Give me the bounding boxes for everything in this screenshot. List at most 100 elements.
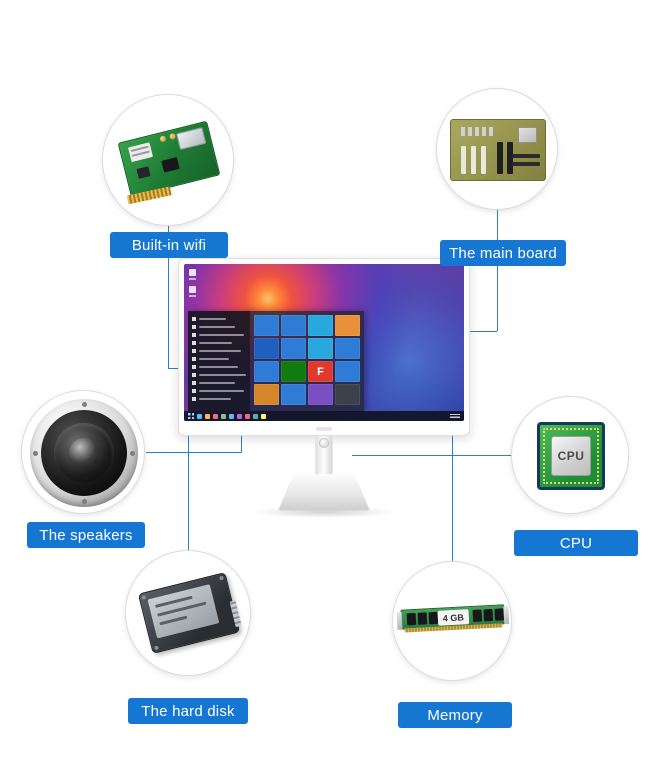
- ram-module: 4 GB: [396, 604, 510, 635]
- taskbar-icon: [253, 413, 258, 419]
- callout-label-cpu: CPU: [514, 530, 638, 556]
- start-app-row: [192, 372, 246, 378]
- start-button-icon: [188, 413, 194, 419]
- start-app-row: [192, 380, 246, 386]
- start-tile: [281, 315, 306, 336]
- wifi-card-image: [103, 95, 233, 225]
- ram-capacity-label: 4 GB: [437, 609, 470, 626]
- mainboard-pci-slot: [461, 146, 466, 174]
- cpu-pins: [543, 428, 599, 484]
- taskbar: [184, 411, 464, 421]
- connector-line-speakers-vertical: [241, 434, 242, 453]
- component-bubble-mainboard: [436, 88, 558, 210]
- ram-clip: [503, 606, 510, 625]
- taskbar-icon: [197, 413, 202, 419]
- connector-line-mainboard-vertical: [497, 210, 498, 331]
- speaker-dust-cap: [69, 438, 99, 468]
- speaker-screw: [82, 402, 87, 407]
- start-tile: [254, 338, 279, 359]
- start-tile: [308, 315, 333, 336]
- speaker-screw: [130, 451, 135, 456]
- callout-label-wifi: Built-in wifi: [110, 232, 228, 258]
- monitor-stand-hinge: [319, 438, 329, 448]
- monitor-logo: [316, 427, 332, 431]
- connector-line-speakers-horizontal: [146, 452, 241, 453]
- start-app-row: [192, 332, 246, 338]
- start-tiles: F: [250, 311, 364, 411]
- start-tile: [335, 361, 360, 382]
- start-app-row: [192, 364, 246, 370]
- ram-chip: [483, 608, 494, 622]
- connector-line-wifi-horizontal: [168, 368, 182, 369]
- start-app-row: [192, 356, 246, 362]
- taskbar-icon: [229, 413, 234, 419]
- ram-chip: [417, 612, 428, 625]
- taskbar-icon: [245, 413, 250, 419]
- cpu-image: CPU: [512, 397, 628, 513]
- start-app-row: [192, 348, 246, 354]
- start-tile: [335, 384, 360, 405]
- mainboard-pci-slot: [471, 146, 476, 174]
- start-tile: [254, 361, 279, 382]
- ssd-drive: [137, 572, 242, 654]
- connector-line-cpu-horizontal: [352, 455, 511, 456]
- speaker-image: [22, 391, 144, 513]
- start-tile: [254, 315, 279, 336]
- mainboard-ram-slot: [512, 154, 540, 158]
- mainboard-capacitors: [461, 127, 495, 136]
- ssd-label-line: [159, 615, 188, 626]
- mainboard-ram-slot: [512, 162, 540, 166]
- taskbar-icon: [261, 413, 266, 419]
- callout-label-mainboard: The main board: [440, 240, 566, 266]
- callout-label-memory: Memory: [398, 702, 512, 728]
- start-tile: [308, 338, 333, 359]
- callout-label-speakers: The speakers: [27, 522, 145, 548]
- start-tile: [335, 338, 360, 359]
- connector-line-mainboard-horizontal: [468, 331, 497, 332]
- cpu-substrate: CPU: [537, 422, 605, 490]
- ssd-image: [126, 551, 250, 675]
- monitor-stand-base: [278, 474, 370, 511]
- mainboard-isa-slot: [497, 142, 503, 174]
- taskbar-icon: [221, 413, 226, 419]
- mainboard-cpu-socket: [518, 127, 537, 143]
- start-app-row: [192, 340, 246, 346]
- connector-line-wifi-vertical: [168, 226, 169, 368]
- component-bubble-wifi: [102, 94, 234, 226]
- mainboard-image: [437, 89, 557, 209]
- start-tile: [254, 384, 279, 405]
- start-app-row: [192, 388, 246, 394]
- ram-chip: [472, 609, 483, 622]
- start-app-list: [188, 311, 250, 411]
- start-tile: [281, 338, 306, 359]
- taskbar-icon: [213, 413, 218, 419]
- ram-chip: [406, 612, 417, 626]
- ram-image: 4 GB: [393, 562, 511, 680]
- start-tile: F: [308, 361, 333, 382]
- wifi-card: [117, 120, 221, 205]
- start-tile: [281, 361, 306, 382]
- start-tile: [281, 384, 306, 405]
- start-app-row: [192, 316, 246, 322]
- speaker-screw: [82, 499, 87, 504]
- speaker-screw: [33, 451, 38, 456]
- mainboard-pcb: [450, 119, 546, 181]
- desktop-icon: [189, 269, 196, 280]
- callout-label-harddisk: The hard disk: [128, 698, 248, 724]
- desktop-icon: [189, 286, 196, 297]
- cpu-heat-spreader: CPU: [551, 436, 591, 476]
- monitor-frame: F: [178, 258, 470, 436]
- component-bubble-harddisk: [125, 550, 251, 676]
- start-tile: [308, 384, 333, 405]
- start-app-row: [192, 324, 246, 330]
- start-menu: F: [188, 311, 364, 411]
- connector-line-harddisk-vertical: [188, 434, 189, 550]
- connector-line-memory-vertical: [452, 434, 453, 561]
- taskbar-icons: [197, 413, 447, 419]
- component-bubble-cpu: CPU: [511, 396, 629, 514]
- start-tile: [335, 315, 360, 336]
- mainboard-pci-slot: [481, 146, 486, 174]
- taskbar-clock: [450, 414, 460, 418]
- component-bubble-speakers: [21, 390, 145, 514]
